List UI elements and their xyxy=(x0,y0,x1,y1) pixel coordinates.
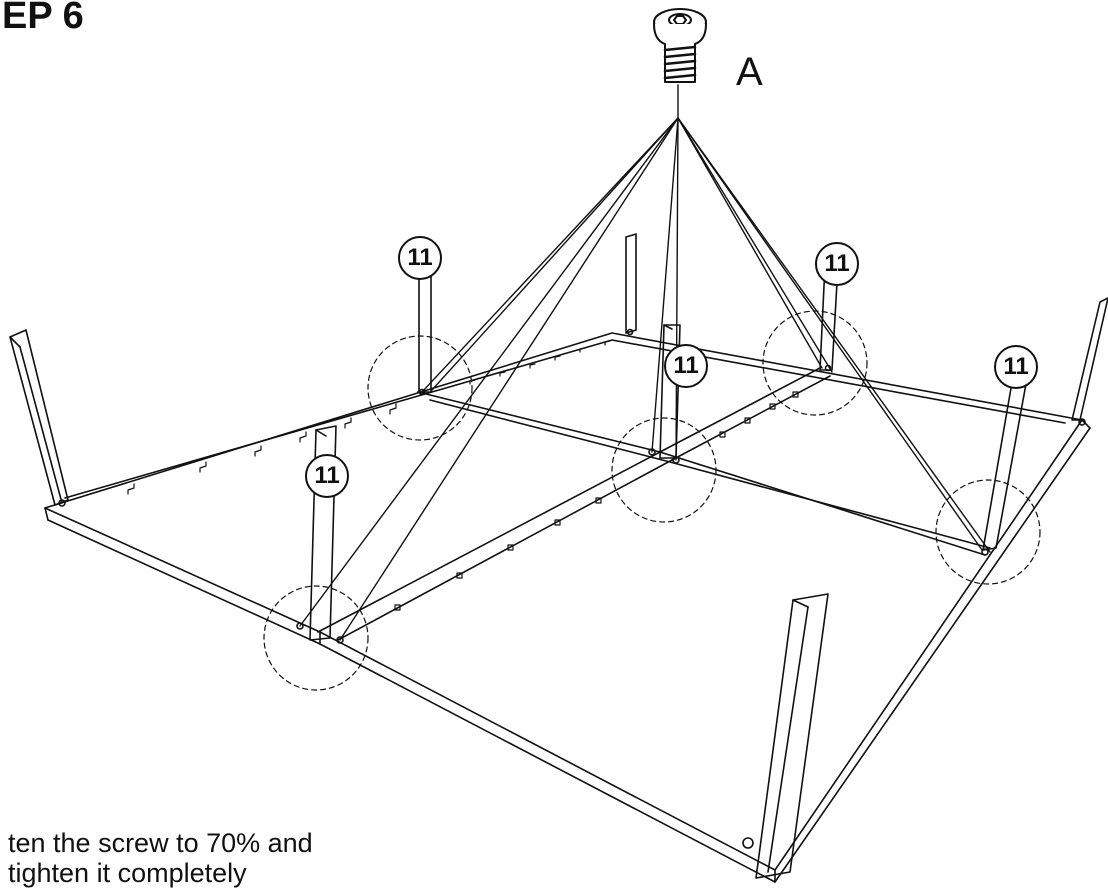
part-callout: 11 xyxy=(664,344,708,388)
part-label: A xyxy=(736,50,763,94)
detail-circles xyxy=(263,310,1041,691)
frame-legs xyxy=(9,233,1108,879)
part-callout: 11 xyxy=(815,242,859,286)
screw-guide-lines xyxy=(299,84,991,641)
part-callout: 11 xyxy=(398,236,442,280)
note-line: tighten it completely xyxy=(8,858,247,888)
instruction-note: ten the screw to 70% and tighten it comp… xyxy=(8,828,358,888)
frame-outer-rail xyxy=(44,332,1091,883)
part-callout: 11 xyxy=(305,454,349,498)
part-callout: 11 xyxy=(994,345,1038,389)
step-title: EP 6 xyxy=(2,0,84,37)
note-line: ten the screw to 70% and xyxy=(8,828,313,858)
screw-a-icon xyxy=(653,8,707,83)
